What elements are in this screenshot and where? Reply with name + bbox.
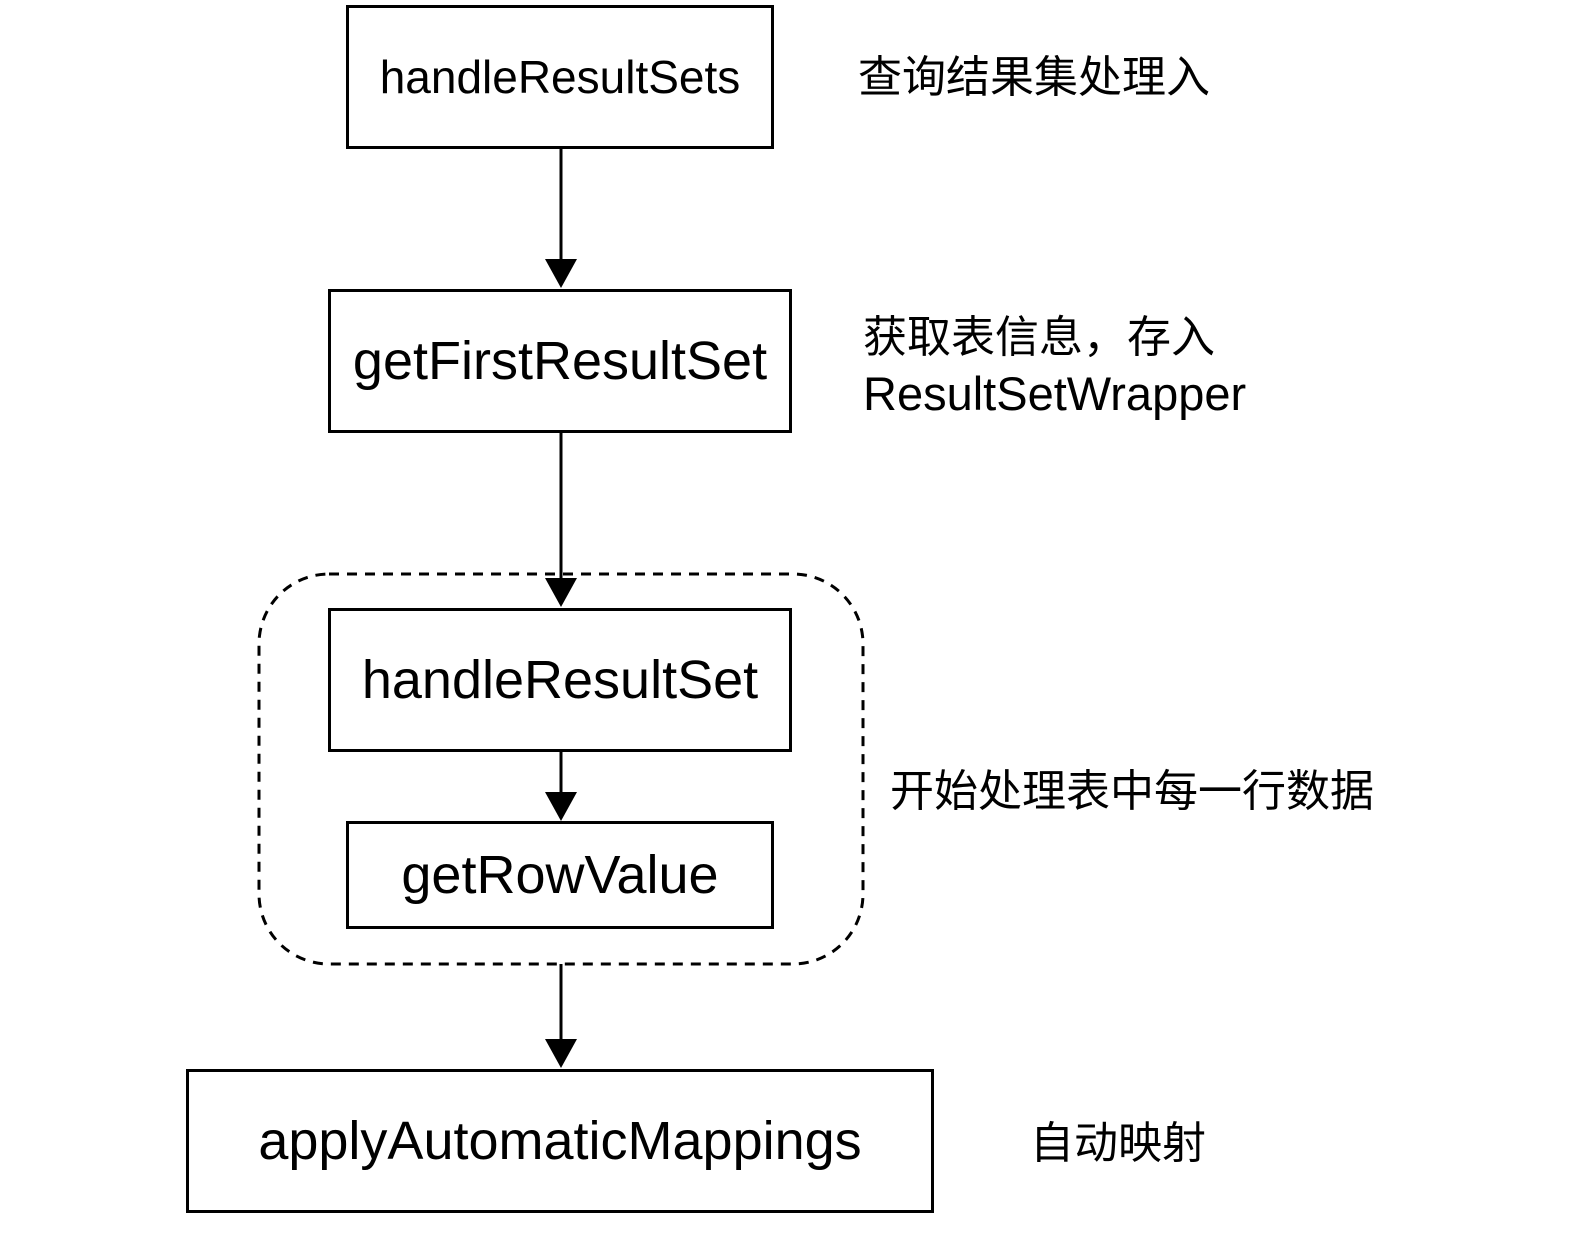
arrowhead-icon [545, 578, 577, 607]
annotation-getfirstresultset: 获取表信息，存入 ResultSetWrapper [863, 310, 1246, 422]
node-label: applyAutomaticMappings [258, 1111, 862, 1171]
annotation-text: 自动映射 [1030, 1118, 1206, 1169]
annotation-text-line2: ResultSetWrapper [863, 367, 1247, 420]
node-handleresultsets: handleResultSets [346, 5, 774, 149]
annotation-loop-group: 开始处理表中每一行数据 [890, 764, 1374, 820]
node-handleresultset: handleResultSet [328, 608, 792, 752]
annotation-text-line1: 获取表信息，存入 [863, 312, 1215, 363]
node-label: getRowValue [401, 845, 719, 905]
annotation-text: 开始处理表中每一行数据 [890, 766, 1374, 817]
arrowhead-icon [545, 792, 577, 821]
annotation-handleresultsets: 查询结果集处理入 [858, 50, 1210, 106]
node-applyautomaticmappings: applyAutomaticMappings [186, 1069, 934, 1213]
node-getfirstresultset: getFirstResultSet [328, 289, 792, 433]
annotation-applyautomaticmappings: 自动映射 [1030, 1116, 1206, 1172]
annotation-text: 查询结果集处理入 [858, 52, 1210, 103]
node-getrowvalue: getRowValue [346, 821, 774, 929]
arrowhead-icon [545, 1039, 577, 1068]
node-label: handleResultSet [361, 650, 759, 710]
node-label: handleResultSets [379, 51, 741, 103]
node-label: getFirstResultSet [352, 331, 768, 391]
arrowhead-icon [545, 259, 577, 288]
